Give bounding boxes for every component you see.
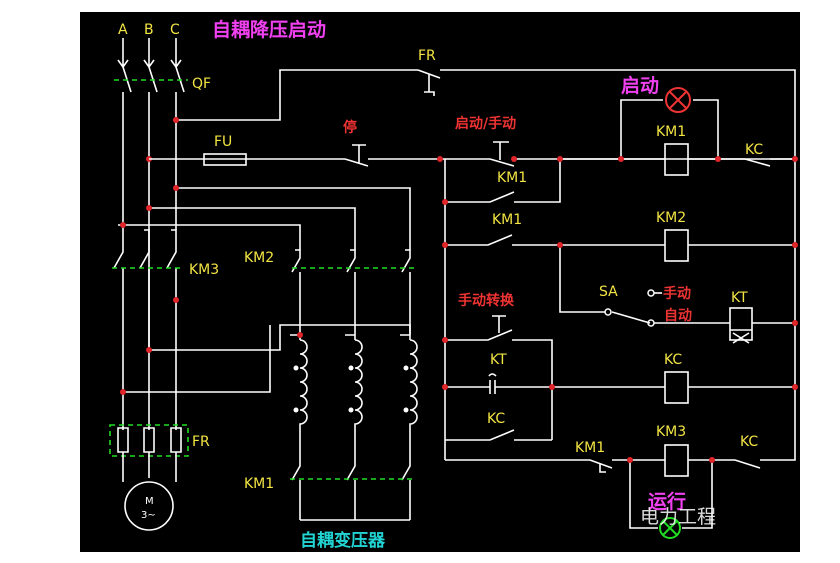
fu-label: FU xyxy=(214,134,232,150)
main-circuit: A B C QF KM3 xyxy=(109,22,418,551)
kt-delayed-contact xyxy=(445,373,665,394)
kc-holding-contact xyxy=(445,429,552,441)
sa-label: SA xyxy=(599,284,618,300)
sa-branch xyxy=(559,245,795,324)
run-lamp-cross xyxy=(662,520,678,536)
transformer-label: 自耦变压器 xyxy=(300,530,386,551)
stop-button xyxy=(344,144,440,167)
kc-holding-label: KC xyxy=(487,411,505,427)
phase-b-label: B xyxy=(144,22,154,38)
km3-coil-row xyxy=(445,160,796,469)
control-nodes xyxy=(173,117,798,463)
run-lamp-label: 运行 xyxy=(648,490,686,513)
manual-switch xyxy=(445,315,553,440)
sa-contact-left xyxy=(604,308,612,316)
phase-c-label: C xyxy=(170,22,180,38)
start-manual-label: 启动/手动 xyxy=(455,115,516,132)
manual-switch-label: 手动转换 xyxy=(458,292,515,309)
km1-star-contacts xyxy=(291,460,411,521)
run-lamp-branch xyxy=(629,460,713,529)
kt-coil xyxy=(729,307,753,341)
km1-interlock-label: KM1 xyxy=(492,212,522,228)
start-lamp-cross xyxy=(669,91,687,109)
start-lamp-label: 启动 xyxy=(621,74,659,97)
km1-nc-label: KM1 xyxy=(575,440,605,456)
start-button xyxy=(440,141,795,167)
control-circuit: FR FU 停 启动/手动 KM1 KM1 KM1 KC 启动 KM2 xyxy=(149,48,798,539)
start-lamp-branch xyxy=(620,99,719,159)
km2-main-label: KM2 xyxy=(244,250,274,266)
sa-contact-auto xyxy=(647,319,655,327)
km1-coil-row xyxy=(560,158,795,167)
auto-option-label: 自动 xyxy=(664,307,692,324)
watermark: 电力工程 xyxy=(640,506,716,528)
stop-label: 停 xyxy=(343,119,357,136)
km1-holding-label: KM1 xyxy=(497,170,527,186)
kc-bottom-label: KC xyxy=(740,434,758,450)
phase-a-label: A xyxy=(118,22,128,38)
km2-coil-label: KM2 xyxy=(656,210,686,226)
fr-nc-contact xyxy=(417,69,441,96)
start-lamp xyxy=(665,87,691,113)
kc-coil-label: KC xyxy=(664,352,682,368)
km1-holding-contact xyxy=(445,159,561,203)
km3-coil xyxy=(664,444,689,477)
kt-coil-label: KT xyxy=(731,290,748,306)
control-top-wire xyxy=(176,69,796,160)
autotransformer-taps xyxy=(293,365,409,413)
qf-breaker-contacts xyxy=(122,66,185,350)
km1-coil xyxy=(664,143,689,176)
kc-top-label: KC xyxy=(745,142,763,158)
motor-symbol xyxy=(124,481,174,531)
qf-label: QF xyxy=(192,76,211,92)
phase-wires-lower xyxy=(122,392,150,430)
fr-main-label: FR xyxy=(192,434,210,450)
km1-main-label: KM1 xyxy=(244,476,274,492)
fr-heater-elements xyxy=(117,427,182,482)
km1-coil-label: KM1 xyxy=(656,124,686,140)
fr-control-label: FR xyxy=(418,48,436,64)
km3-main-label: KM3 xyxy=(189,262,219,278)
motor-sub-label: 3~ xyxy=(141,510,156,521)
km2-contacts xyxy=(291,249,411,300)
diagram-background xyxy=(80,12,800,552)
main-nodes xyxy=(120,117,303,395)
run-lamp xyxy=(659,517,681,539)
km1-interlock-row xyxy=(445,234,665,246)
motor-label: M xyxy=(145,496,154,507)
km3-coil-label: KM3 xyxy=(656,424,686,440)
diagram-title: 自耦降压启动 xyxy=(212,18,326,41)
manual-option-label: 手动 xyxy=(663,285,691,302)
kt-contact-label: KT xyxy=(490,352,507,368)
